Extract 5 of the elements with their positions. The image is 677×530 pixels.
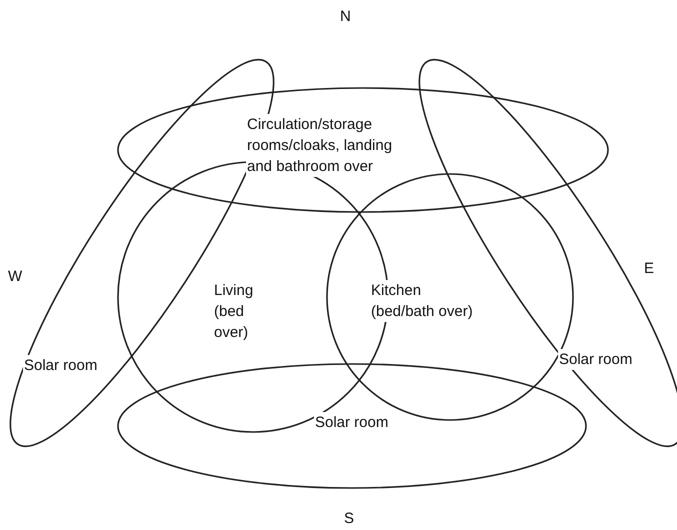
compass-direction: W (8, 268, 22, 285)
zone-label: Solar room (558, 349, 634, 370)
compass-direction: N (340, 8, 351, 25)
compass-direction: E (644, 260, 654, 277)
compass-direction: S (344, 510, 354, 527)
